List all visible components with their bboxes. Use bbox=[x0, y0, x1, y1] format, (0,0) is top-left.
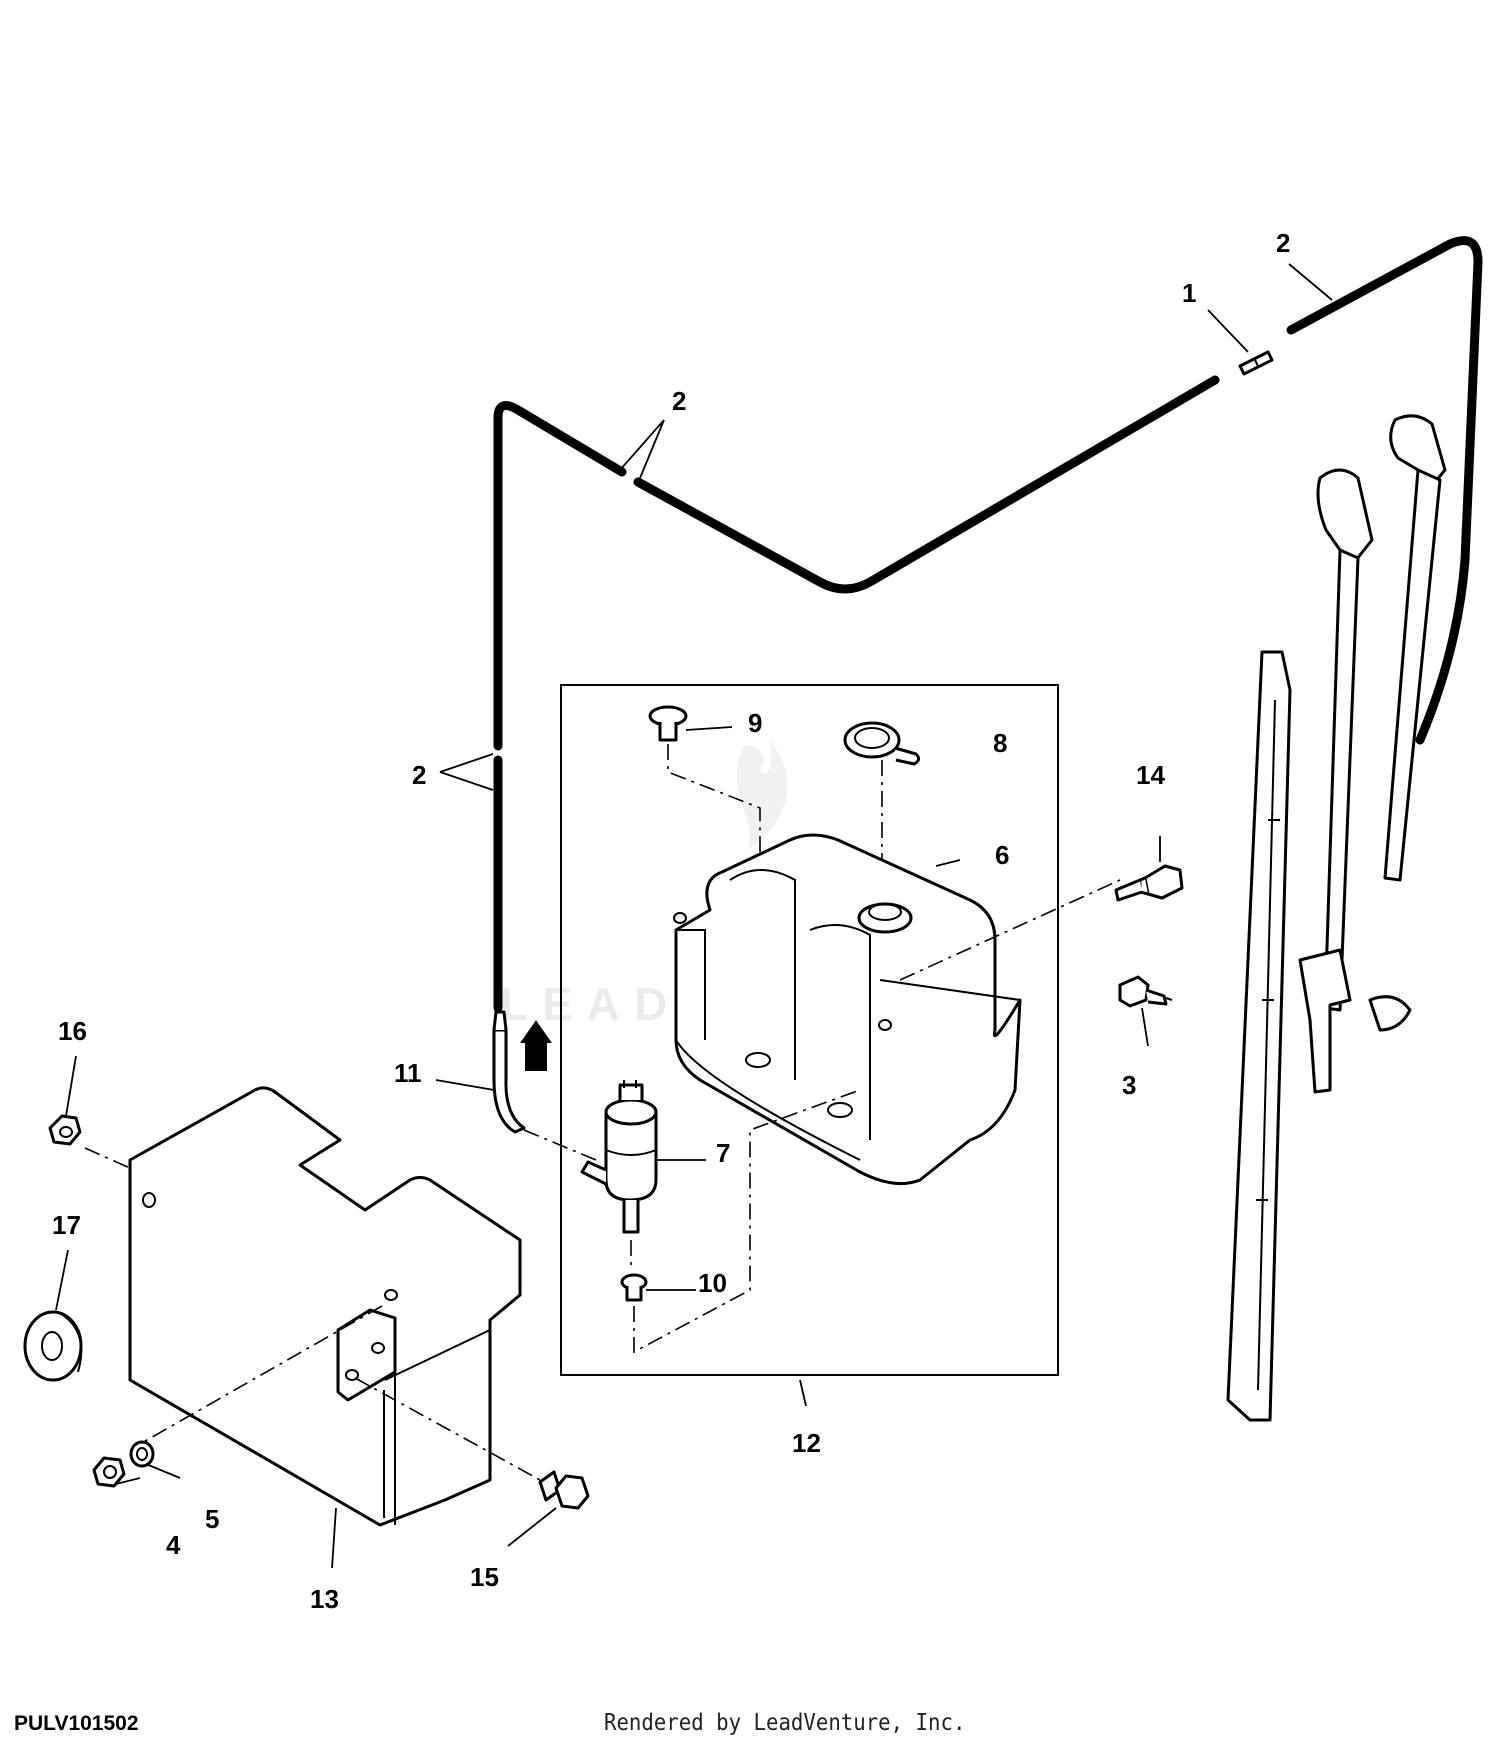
callout-2: 2 bbox=[1276, 228, 1290, 258]
callout-4: 4 bbox=[166, 1530, 181, 1560]
callout-9: 9 bbox=[748, 708, 762, 738]
callout-3: 3 bbox=[1122, 1070, 1136, 1100]
rubber-plug bbox=[23, 1310, 83, 1382]
upward-arrow-icon bbox=[520, 1020, 552, 1071]
callout-2: 2 bbox=[672, 386, 686, 416]
callout-1: 1 bbox=[1182, 278, 1196, 308]
washer-pump bbox=[580, 1080, 658, 1234]
pump-hose bbox=[492, 1010, 526, 1134]
nut bbox=[92, 1456, 126, 1488]
callout-8: 8 bbox=[993, 728, 1007, 758]
callout-11: 11 bbox=[394, 1058, 422, 1088]
callout-16: 16 bbox=[58, 1016, 87, 1046]
figure-id: PULV101502 bbox=[14, 1712, 139, 1735]
flame-watermark-icon bbox=[736, 740, 788, 850]
callouts: 1 2 2 2 3 4 5 6 7 8 9 10 11 12 13 14 15 … bbox=[52, 228, 1290, 1614]
shield bbox=[128, 1086, 522, 1527]
wiper-arm-assembly bbox=[1226, 414, 1447, 1422]
callout-17: 17 bbox=[52, 1210, 81, 1240]
callout-15: 15 bbox=[470, 1562, 499, 1592]
callout-7: 7 bbox=[716, 1138, 730, 1168]
plug bbox=[648, 705, 688, 742]
render-credit: Rendered by LeadVenture, Inc. bbox=[604, 1710, 966, 1736]
pressure-switch bbox=[1118, 975, 1173, 1008]
callout-2: 2 bbox=[412, 760, 426, 790]
lock-washer bbox=[129, 1440, 155, 1468]
reservoir-kit-box bbox=[560, 684, 1059, 1376]
callout-6: 6 bbox=[995, 840, 1009, 870]
callout-14: 14 bbox=[1136, 760, 1165, 790]
callout-13: 13 bbox=[310, 1584, 339, 1614]
flange-bolt bbox=[538, 1470, 590, 1510]
hose-connector bbox=[1238, 350, 1274, 376]
callout-5: 5 bbox=[205, 1504, 219, 1534]
washer-reservoir bbox=[673, 833, 1022, 1186]
grommet bbox=[620, 1273, 648, 1302]
screw bbox=[1114, 864, 1184, 902]
flange-nut bbox=[48, 1114, 82, 1146]
reservoir-cap bbox=[843, 721, 921, 766]
callout-12: 12 bbox=[792, 1428, 821, 1458]
leader-lines bbox=[55, 263, 1333, 1569]
washer-hose bbox=[493, 236, 1483, 1013]
callout-10: 10 bbox=[698, 1268, 727, 1298]
